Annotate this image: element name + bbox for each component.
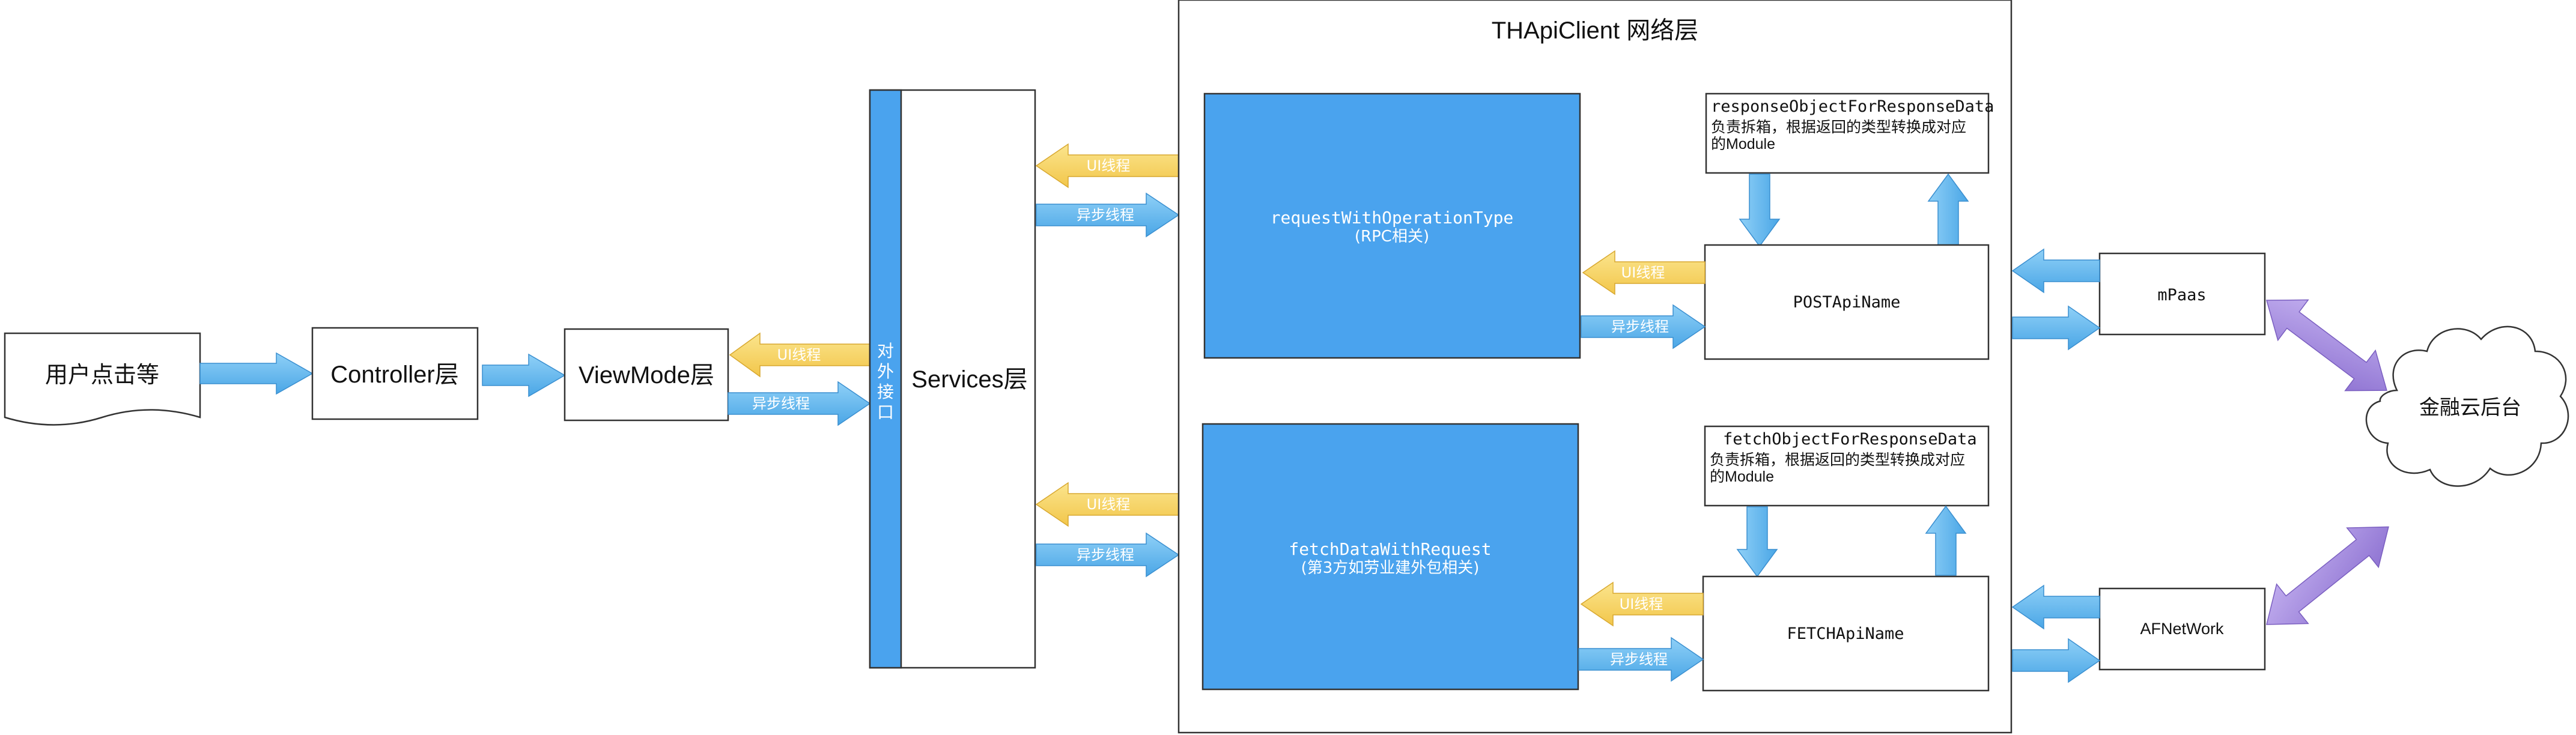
fetch-object-desc-1: 负责拆箱，根据返回的类型转换成对应: [1710, 452, 1965, 468]
label-ui-thread-fetch: UI线程: [1620, 596, 1663, 612]
afnetwork-node: [2098, 587, 2266, 671]
arrow-ui-thread-fetch: [1580, 581, 1704, 627]
request-operation-sublabel: (RPC相关): [1355, 228, 1429, 246]
response-object-title: responseObjectForResponseData: [1711, 97, 1994, 116]
label-ui-thread-bottom: UI线程: [1087, 496, 1131, 513]
request-operation-node: [1203, 92, 1581, 359]
fetch-api-label: FETCHApiName: [1787, 625, 1904, 643]
arrow-response-up: [1927, 173, 1969, 246]
arrow-fetch-to-afnetwork: [2012, 638, 2101, 683]
arrow-async-top: [1036, 192, 1180, 238]
response-object-desc-1: 负责拆箱，根据返回的类型转换成对应: [1711, 119, 1966, 136]
fetch-data-node: [1201, 423, 1579, 691]
label-ui-thread-post: UI线程: [1621, 264, 1665, 281]
controller-node: [311, 327, 479, 420]
services-label: Services层: [911, 366, 1027, 393]
post-api-label: POSTApiName: [1793, 293, 1901, 312]
post-api-node: [1704, 244, 1990, 360]
fetch-data-sublabel: (第3方如劳业建外包相关): [1301, 559, 1480, 577]
external-interface-char-1: 对: [877, 341, 894, 361]
arrow-fetch-object-up: [1925, 505, 1967, 576]
arrow-afnetwork-cloud: [2266, 526, 2389, 625]
arrow-ui-thread-top: [1035, 143, 1179, 189]
viewmodel-label: ViewMode层: [579, 362, 714, 389]
arrow-post-to-mpaas: [2012, 305, 2101, 351]
external-interface-char-4: 口: [877, 402, 894, 422]
user-action-node: [4, 332, 201, 426]
label-async-top: 异步线程: [1077, 207, 1134, 223]
mpaas-node: [2098, 252, 2266, 336]
arrow-fetch-object-down: [1736, 506, 1778, 578]
request-operation-label: requestWithOperationType: [1271, 208, 1514, 228]
arrow-mpaas-cloud: [2266, 299, 2387, 392]
arrow-ui-thread-post: [1582, 250, 1706, 295]
arrow-user-to-controller: [199, 352, 314, 395]
arrow-ui-thread-viewmodel: [729, 332, 870, 378]
fetch-object-desc-2: 的Module: [1710, 468, 1774, 485]
network-layer-title: THApiClient 网络层: [1492, 17, 1699, 44]
fetch-api-node: [1702, 575, 1990, 692]
label-ui-thread-viewmodel: UI线程: [777, 346, 821, 363]
arrow-async-post: [1581, 304, 1706, 349]
arrow-async-fetch: [1578, 637, 1704, 682]
arrow-controller-to-viewmodel: [482, 353, 566, 398]
fetch-object-node: [1704, 425, 1990, 507]
mpaas-label: mPaas: [2157, 286, 2206, 304]
response-object-node: [1705, 92, 1990, 174]
cloud-backend-node: [2365, 325, 2569, 487]
external-interface-bar: [869, 89, 902, 669]
controller-label: Controller层: [330, 361, 458, 388]
user-action-label: 用户点击等: [45, 363, 159, 388]
response-object-desc-2: 的Module: [1711, 136, 1775, 153]
fetch-data-label: fetchDataWithRequest: [1289, 539, 1491, 559]
fetch-object-title: fetchObjectForResponseData: [1723, 430, 1977, 449]
arrow-response-down: [1739, 174, 1781, 247]
arrow-async-viewmodel: [728, 381, 871, 426]
label-ui-thread-top: UI线程: [1087, 157, 1131, 174]
label-async-fetch: 异步线程: [1610, 651, 1668, 668]
label-async-bottom: 异步线程: [1077, 546, 1134, 563]
arrow-async-bottom: [1036, 532, 1180, 578]
viewmodel-node: [564, 328, 729, 422]
external-interface-char-2: 外: [877, 361, 894, 381]
cloud-backend-label: 金融云后台: [2419, 396, 2521, 419]
arrow-afnetwork-to-fetch: [2011, 584, 2100, 630]
external-interface-char-3: 接: [877, 382, 894, 402]
arrow-mpaas-to-post: [2011, 248, 2100, 294]
label-async-post: 异步线程: [1611, 318, 1669, 335]
afnetwork-label: AFNetWork: [2140, 620, 2224, 638]
label-async-viewmodel: 异步线程: [752, 395, 810, 412]
arrow-ui-thread-bottom: [1035, 482, 1179, 527]
